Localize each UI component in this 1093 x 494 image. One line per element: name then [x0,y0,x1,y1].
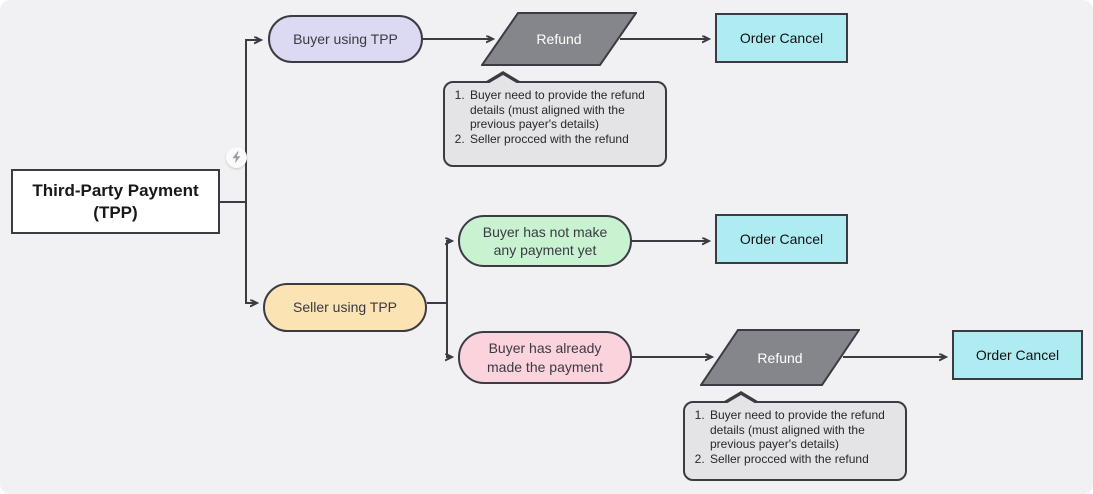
note-item: Buyer need to provide the refund details… [708,408,887,452]
note-refund-details-top[interactable]: Buyer need to provide the refund details… [443,71,667,167]
branch-collapse-badge[interactable] [226,147,247,168]
edge-seller-to-paid[interactable] [447,303,452,357]
node-label-line1: Buyer has not make [482,223,608,240]
note-item: Buyer need to provide the refund details… [468,88,647,132]
node-buyer-already-paid[interactable]: Buyer has already made the payment [458,331,632,384]
note-list: Buyer need to provide the refund details… [691,408,887,466]
node-refund-bottom[interactable]: Refund [700,329,860,386]
node-label: Refund [757,349,803,366]
note-refund-details-bottom[interactable]: Buyer need to provide the refund details… [683,391,907,481]
node-buyer-using-tpp[interactable]: Buyer using TPP [268,15,423,63]
parallelogram-shape [700,329,860,386]
edge-root-to-buyer[interactable] [220,40,261,203]
note-tail-icon [486,75,520,85]
node-order-cancel-bottom[interactable]: Order Cancel [952,330,1083,380]
note-item: Seller procced with the refund [708,452,887,467]
root-label-line1: Third-Party Payment [32,181,199,201]
node-seller-using-tpp[interactable]: Seller using TPP [263,283,427,332]
root-label-line2: (TPP) [93,202,138,222]
node-label-line1: Buyer has already [488,340,602,357]
note-item: Seller procced with the refund [468,132,647,147]
parallelogram-shape [481,12,637,66]
node-label: Refund [536,31,582,47]
node-order-cancel-top[interactable]: Order Cancel [715,13,848,63]
node-refund-top[interactable]: Refund [481,12,637,66]
node-label-line2: made the payment [487,358,603,375]
edge-seller-to-nopayment[interactable] [427,241,452,304]
edge-root-to-seller[interactable] [245,202,257,303]
node-label: Order Cancel [739,231,824,247]
lightning-icon [232,151,241,164]
node-third-party-payment[interactable]: Third-Party Payment (TPP) [11,169,220,234]
note-list: Buyer need to provide the refund details… [451,88,647,146]
node-label: Order Cancel [739,30,824,46]
node-label: Order Cancel [975,347,1060,363]
node-label: Seller using TPP [292,299,397,316]
node-buyer-no-payment[interactable]: Buyer has not make any payment yet [458,215,632,267]
node-order-cancel-mid[interactable]: Order Cancel [715,214,848,264]
node-label: Buyer using TPP [293,30,398,47]
note-tail-icon [724,395,758,405]
node-label-line2: any payment yet [493,242,597,258]
